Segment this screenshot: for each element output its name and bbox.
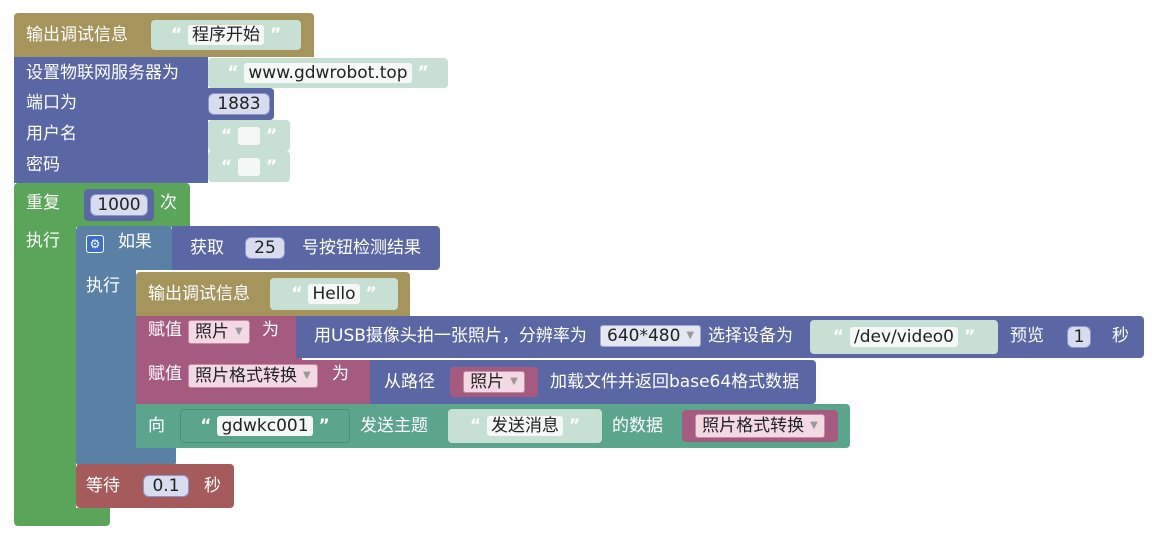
- path-var-name: 照片: [470, 372, 505, 392]
- repeat-do-label: 执行: [26, 231, 60, 251]
- repeat-bottom: [14, 508, 110, 526]
- repeat-arm: 执行: [14, 227, 76, 513]
- path-label: 从路径: [384, 372, 435, 392]
- chevron-down-icon: ▼: [235, 326, 243, 337]
- assign-convert-block[interactable]: 赋值 照片格式转换 ▼ 为: [136, 360, 376, 404]
- wait-number-block[interactable]: 0.1: [136, 471, 196, 501]
- device-label: 选择设备为: [708, 326, 793, 346]
- debug2-label: 输出调试信息: [148, 284, 250, 304]
- assign1-as: 为: [262, 320, 279, 340]
- photo-var-dropdown[interactable]: 照片 ▼: [188, 320, 250, 344]
- resolution-value: 640*480: [607, 326, 681, 346]
- debug-label: 输出调试信息: [26, 25, 128, 45]
- port-number-block[interactable]: 1883: [204, 88, 274, 120]
- if-bottom: [76, 448, 176, 466]
- if-label: 如果: [118, 232, 152, 252]
- password-field[interactable]: [238, 157, 260, 176]
- convert-var-name: 照片格式转换: [195, 366, 297, 386]
- topic-field[interactable]: 发送消息: [487, 416, 563, 436]
- if-do-label: 执行: [86, 276, 120, 296]
- hello-string-block[interactable]: “Hello”: [270, 278, 398, 310]
- data-var-name: 照片格式转换: [702, 416, 805, 436]
- client-field[interactable]: gdwkc001: [217, 416, 313, 436]
- path-var-block[interactable]: 照片 ▼: [450, 367, 538, 397]
- repeat-label: 重复: [26, 193, 60, 213]
- button-pin-field[interactable]: 25: [245, 237, 285, 259]
- assign2-label: 赋值: [148, 364, 182, 384]
- data-label: 的数据: [612, 416, 663, 436]
- server-field[interactable]: www.gdwrobot.top: [244, 63, 412, 83]
- wait-unit: 秒: [204, 476, 221, 496]
- publish-to: 向: [148, 416, 165, 436]
- assign-photo-block[interactable]: 赋值 照片 ▼ 为: [136, 316, 302, 360]
- if-block[interactable]: ⚙ 如果: [76, 226, 172, 270]
- button-prefix: 获取: [190, 238, 224, 258]
- debug-block-hello[interactable]: 输出调试信息 “Hello”: [136, 272, 410, 316]
- mqtt-setup-block[interactable]: 设置物联网服务器为 端口为 用户名 密码: [14, 57, 208, 183]
- button-check-block[interactable]: 获取 25 号按钮检测结果: [172, 226, 440, 270]
- camera-text: 用USB摄像头拍一张照片，分辨率为: [314, 326, 587, 346]
- user-string-block[interactable]: “”: [208, 120, 290, 151]
- path-var-dropdown[interactable]: 照片 ▼: [463, 371, 525, 393]
- convert-var-dropdown[interactable]: 照片格式转换 ▼: [188, 364, 318, 388]
- assign1-label: 赋值: [148, 320, 182, 340]
- preview-unit: 秒: [1112, 326, 1129, 346]
- hello-field[interactable]: Hello: [308, 284, 360, 304]
- repeat-count-block[interactable]: 1000: [84, 189, 154, 221]
- port-field[interactable]: 1883: [208, 93, 270, 115]
- port-label: 端口为: [26, 93, 77, 113]
- client-string-block[interactable]: “gdwkc001”: [180, 409, 350, 443]
- topic-label: 发送主题: [360, 416, 428, 436]
- device-string-block[interactable]: “/dev/video0”: [810, 320, 998, 354]
- password-string-block[interactable]: “”: [208, 151, 290, 182]
- topic-string-block[interactable]: “发送消息”: [448, 409, 602, 443]
- chevron-down-icon: ▼: [510, 376, 518, 387]
- data-var-block[interactable]: 照片格式转换 ▼: [682, 410, 838, 442]
- assign2-as: 为: [332, 364, 349, 384]
- gear-icon[interactable]: ⚙: [86, 235, 104, 253]
- debug-value-field[interactable]: 程序开始: [188, 25, 264, 45]
- user-field[interactable]: [238, 126, 260, 145]
- server-string-block[interactable]: “www.gdwrobot.top”: [208, 58, 448, 88]
- string-block[interactable]: “程序开始”: [151, 20, 301, 50]
- data-var-dropdown[interactable]: 照片格式转换 ▼: [695, 414, 825, 438]
- preview-field[interactable]: 1: [1066, 326, 1092, 348]
- resolution-dropdown[interactable]: 640*480 ▼: [600, 325, 702, 347]
- server-label: 设置物联网服务器为: [26, 63, 179, 83]
- debug-block-start[interactable]: 输出调试信息 “程序开始”: [14, 13, 314, 57]
- repeat-count-field[interactable]: 1000: [90, 194, 148, 216]
- preview-label: 预览: [1010, 326, 1044, 346]
- repeat-block[interactable]: 重复 1000 次: [14, 183, 190, 227]
- password-label: 密码: [26, 155, 60, 175]
- chevron-down-icon: ▼: [303, 370, 311, 381]
- device-field[interactable]: /dev/video0: [849, 327, 959, 347]
- wait-label: 等待: [86, 476, 120, 496]
- preview-number-block[interactable]: 1: [1056, 322, 1102, 352]
- button-pin-block[interactable]: 25: [238, 232, 292, 264]
- if-arm: 执行: [76, 270, 136, 450]
- load-text: 加载文件并返回base64格式数据: [550, 372, 800, 392]
- wait-field[interactable]: 0.1: [143, 475, 189, 497]
- button-suffix: 号按钮检测结果: [302, 238, 421, 258]
- publish-block[interactable]: 向 “gdwkc001” 发送主题 “发送消息” 的数据 照片格式转换 ▼: [136, 404, 850, 448]
- camera-block[interactable]: 用USB摄像头拍一张照片，分辨率为 640*480 ▼ 选择设备为 “/dev/v…: [296, 316, 1144, 358]
- chevron-down-icon: ▼: [686, 330, 695, 341]
- chevron-down-icon: ▼: [810, 420, 818, 431]
- repeat-unit: 次: [160, 193, 177, 213]
- photo-var-name: 照片: [195, 322, 229, 342]
- load-file-block[interactable]: 从路径 照片 ▼ 加载文件并返回base64格式数据: [370, 360, 816, 404]
- wait-block[interactable]: 等待 0.1 秒: [76, 464, 234, 508]
- user-label: 用户名: [26, 124, 77, 144]
